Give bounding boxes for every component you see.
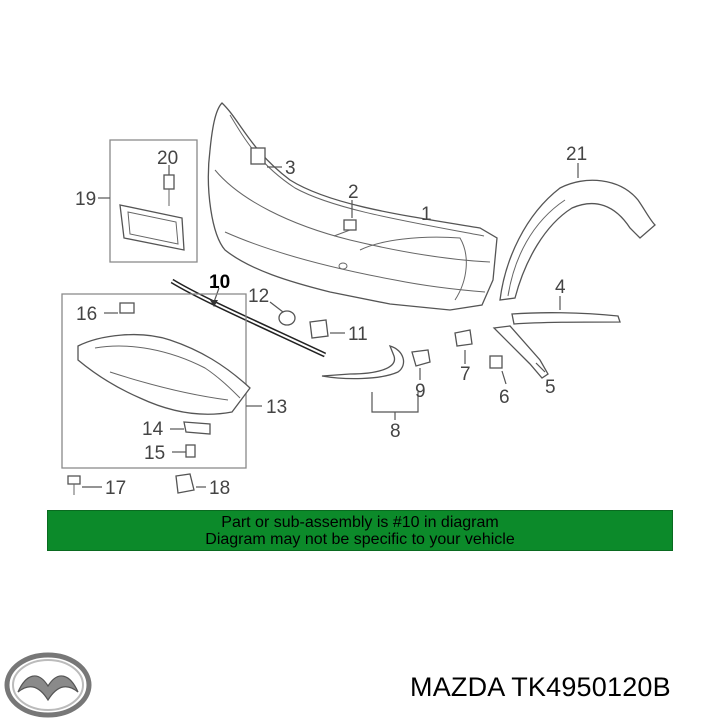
part-number-label: MAZDA TK4950120B xyxy=(410,672,671,702)
license-plate-bracket-group xyxy=(98,139,198,263)
callout-7: 7 xyxy=(460,364,471,385)
callout-6: 6 xyxy=(499,387,510,408)
callout-18: 18 xyxy=(209,478,230,499)
mazda-logo-icon xyxy=(4,652,92,718)
part-10-strip xyxy=(170,278,327,358)
molding-group xyxy=(321,345,431,420)
fasteners-top xyxy=(250,147,357,339)
callout-5: 5 xyxy=(545,377,556,398)
notice-banner: Part or sub-assembly is #10 in diagram D… xyxy=(47,510,673,551)
callout-1: 1 xyxy=(421,204,432,225)
callout-13: 13 xyxy=(266,397,287,418)
callout-20: 20 xyxy=(157,148,178,169)
callout-11: 11 xyxy=(348,324,368,345)
callout-12: 12 xyxy=(248,286,269,307)
callout-3: 3 xyxy=(285,158,296,179)
callout-14: 14 xyxy=(142,419,164,440)
notice-line-1: Part or sub-assembly is #10 in diagram xyxy=(221,513,499,531)
callout-8: 8 xyxy=(390,421,401,442)
undercover-group xyxy=(61,293,262,469)
right-side-parts xyxy=(454,163,656,385)
callout-17: 17 xyxy=(105,478,126,499)
callout-10: 10 xyxy=(209,272,230,293)
callout-2: 2 xyxy=(348,182,359,203)
callout-15: 15 xyxy=(144,443,165,464)
callout-4: 4 xyxy=(555,277,566,298)
callout-19: 19 xyxy=(75,189,96,210)
callout-21: 21 xyxy=(566,144,587,165)
clips-17-18 xyxy=(67,473,206,495)
callout-9: 9 xyxy=(415,381,426,402)
callout-16: 16 xyxy=(76,304,97,325)
bumper-cover xyxy=(207,102,498,311)
notice-line-2: Diagram may not be specific to your vehi… xyxy=(205,530,515,548)
